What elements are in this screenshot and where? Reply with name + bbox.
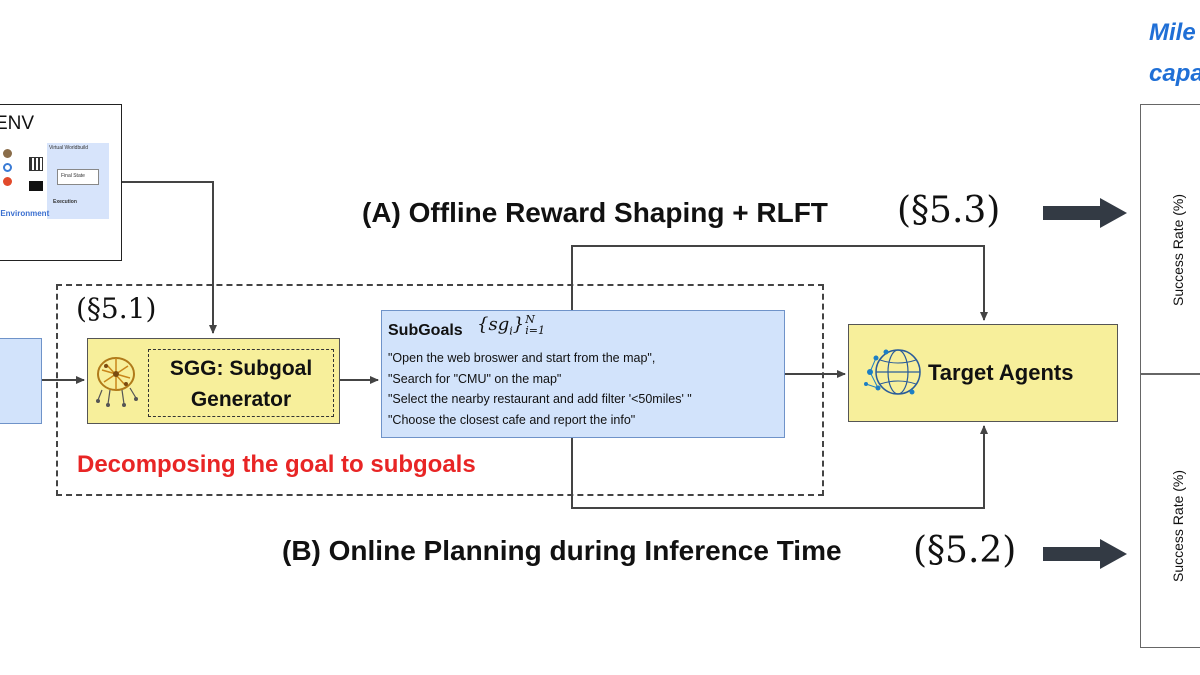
env-title: ENV bbox=[0, 113, 35, 134]
brain-network-icon bbox=[96, 357, 138, 407]
env-caption: ld Environment bbox=[0, 209, 50, 218]
notation-subscript: i bbox=[509, 324, 513, 338]
sgg-inner-dashed-frame bbox=[148, 349, 334, 417]
notation-close: } bbox=[512, 314, 525, 335]
notation-base: {sg bbox=[477, 314, 510, 335]
subgoal-item: "Choose the closest cafe and report the … bbox=[388, 412, 636, 427]
sgg-label: SGG: Subgoal Generator bbox=[150, 353, 332, 415]
subgoal-item: "Open the web broswer and start from the… bbox=[388, 351, 656, 365]
env-qr-icon bbox=[29, 157, 43, 171]
subgoal-decomposition-region bbox=[56, 284, 824, 496]
subgoals-title: SubGoals bbox=[388, 322, 463, 339]
section-marker-5-3: (§5.3) bbox=[897, 190, 1001, 231]
target-agents-label: Target Agents bbox=[928, 360, 1074, 385]
subgoals-list: "Open the web broswer and start from the… bbox=[388, 348, 692, 430]
chart-bottom-ylabel: Success Rate (%) bbox=[1170, 469, 1186, 582]
env-flow-panel: Virtual Worldbuild Final State Execution bbox=[47, 143, 109, 219]
path-a-label: (A) Offline Reward Shaping + RLFT bbox=[362, 197, 828, 228]
subgoal-item: "Search for "CMU" on the map" bbox=[388, 371, 562, 386]
notation-range: i=1 bbox=[525, 324, 545, 337]
env-tiny-label: Virtual Worldbuild bbox=[49, 145, 89, 151]
env-to-sgg-arrow bbox=[122, 181, 217, 334]
milestone-heading: Mile capa bbox=[1149, 12, 1200, 94]
path-a-arrow bbox=[571, 245, 988, 321]
chart-divider bbox=[1140, 373, 1200, 375]
env-app-icons bbox=[3, 149, 19, 189]
section-marker-5-2: (§5.2) bbox=[913, 530, 1017, 571]
decompose-label: Decomposing the goal to subgoals bbox=[77, 451, 476, 478]
env-tiny-label: Final State bbox=[61, 173, 85, 179]
env-panel: ENV Virtual Worldbuild Final State Execu… bbox=[0, 104, 122, 261]
globe-network-icon bbox=[864, 349, 921, 395]
path-b-arrow bbox=[571, 425, 988, 509]
sgg-label-line1: SGG: Subgoal bbox=[169, 357, 313, 380]
chart-top-ylabel: Success Rate (%) bbox=[1170, 193, 1186, 306]
goal-input-box bbox=[0, 338, 42, 424]
target-agents-box bbox=[848, 324, 1118, 422]
bold-arrow-right-icon bbox=[1043, 198, 1127, 228]
sgg-box bbox=[87, 338, 340, 424]
bold-arrow-right-icon bbox=[1043, 539, 1127, 569]
path-b-label: (B) Online Planning during Inference Tim… bbox=[282, 535, 842, 566]
notation-superscript: N bbox=[525, 313, 535, 326]
milestone-line1: Mile bbox=[1149, 19, 1196, 46]
section-marker-5-1: (§5.1) bbox=[76, 292, 157, 325]
env-terminal-icon bbox=[29, 181, 43, 191]
milestone-line2: capa bbox=[1149, 60, 1200, 87]
subgoals-box bbox=[381, 310, 785, 438]
results-chart-panel bbox=[1140, 104, 1200, 648]
subgoal-item: "Select the nearby restaurant and add fi… bbox=[388, 392, 692, 406]
env-tiny-label: Execution bbox=[53, 199, 77, 205]
sgg-label-line2: Generator bbox=[190, 388, 292, 411]
